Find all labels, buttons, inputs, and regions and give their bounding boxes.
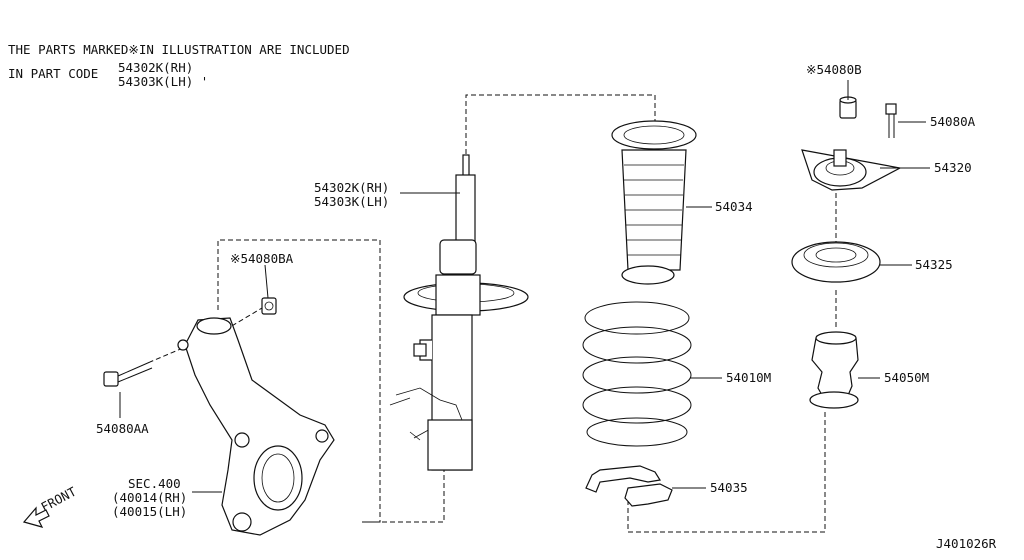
label-bumper: 54050M bbox=[884, 370, 929, 385]
bump-stopper bbox=[809, 331, 859, 409]
front-arrow-icon bbox=[22, 506, 50, 528]
assembly-line-top bbox=[465, 94, 656, 170]
note-line-2: IN PART CODE bbox=[8, 66, 98, 81]
label-strut-rh: 54302K(RH) bbox=[314, 180, 389, 195]
steering-knuckle bbox=[177, 317, 335, 536]
label-mount: 54320 bbox=[934, 160, 972, 175]
coil-spring bbox=[582, 301, 692, 447]
label-spring: 54010M bbox=[726, 370, 771, 385]
label-bolt-a: 54080A bbox=[930, 114, 976, 129]
assembly-line-bolt bbox=[149, 344, 191, 363]
strut-bearing bbox=[791, 241, 881, 283]
bolt-54080AA bbox=[103, 361, 153, 387]
note-line-1: THE PARTS MARKED※IN ILLUSTRATION ARE INC… bbox=[8, 42, 350, 57]
nut-54080B bbox=[839, 96, 857, 119]
note-code-lh: 54303K(LH) ' bbox=[118, 74, 208, 89]
label-boot: 54034 bbox=[715, 199, 753, 214]
label-nut-b: ※54080B bbox=[806, 62, 862, 77]
assembly-line-bottom bbox=[627, 410, 826, 533]
label-seat: 54035 bbox=[710, 480, 748, 495]
diagram-code: J401026R bbox=[936, 536, 997, 551]
strut-mount bbox=[801, 149, 902, 191]
label-nut-ba: ※54080BA bbox=[230, 251, 294, 266]
note-code-rh: 54302K(RH) bbox=[118, 60, 193, 75]
label-knuckle-rh: (40014(RH) bbox=[112, 490, 187, 505]
dust-boot bbox=[611, 120, 697, 285]
label-front: FRONT bbox=[38, 484, 79, 515]
nut-54080BA bbox=[261, 297, 277, 315]
leader-nut-ba bbox=[264, 264, 269, 299]
bolt-54080A bbox=[885, 103, 897, 138]
label-bearing: 54325 bbox=[915, 257, 953, 272]
label-strut-lh: 54303K(LH) bbox=[314, 194, 389, 209]
label-sec: SEC.400 bbox=[128, 476, 181, 491]
assembly-line-nut bbox=[224, 307, 263, 331]
label-knuckle-lh: (40015(LH) bbox=[112, 504, 187, 519]
assembly-line-knuckle bbox=[217, 239, 445, 523]
strut-assembly bbox=[389, 154, 529, 471]
label-bolt-aa: 54080AA bbox=[96, 421, 149, 436]
spring-seat bbox=[585, 465, 673, 507]
